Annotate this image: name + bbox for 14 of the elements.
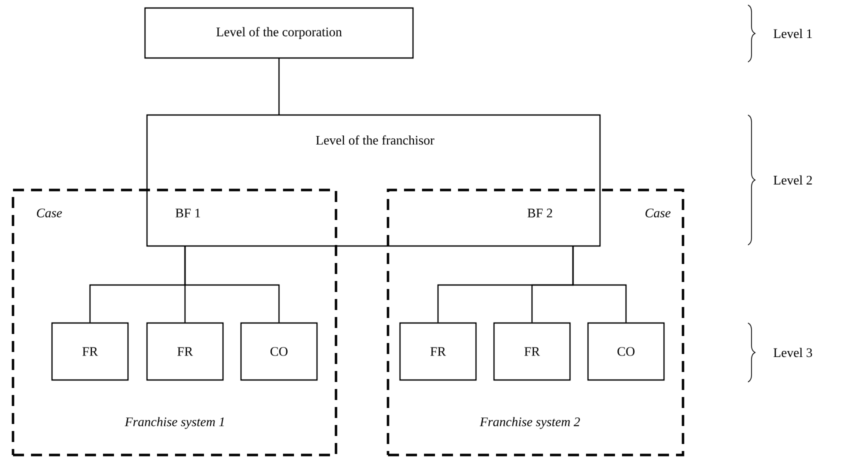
org-box: FR [146, 322, 224, 381]
connector-line [184, 246, 280, 322]
org-box: CO [240, 322, 318, 381]
level-label: Level 1 [774, 28, 812, 38]
connector-line [572, 246, 627, 322]
connector-line [278, 58, 280, 115]
level-box: Level of the corporation [144, 7, 414, 59]
level-label: Level 2 [774, 175, 812, 185]
org-box: FR [51, 322, 129, 381]
org-box: FR [399, 322, 477, 381]
org-box: CO [587, 322, 665, 381]
level-box: Level of the franchisor BF 1 BF 2 [146, 114, 601, 247]
org-box: FR [493, 322, 571, 381]
level-label: Level 3 [774, 348, 812, 358]
